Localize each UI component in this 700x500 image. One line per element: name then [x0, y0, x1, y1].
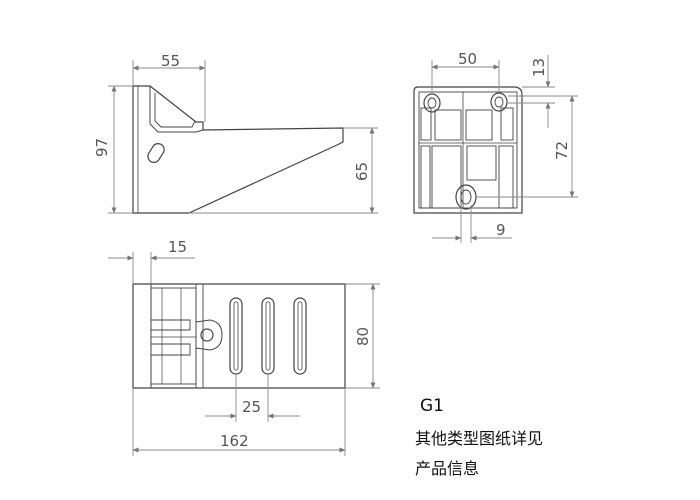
dim-label-162: 162 — [220, 432, 249, 450]
top-view — [132, 283, 346, 389]
end-view-dimensions — [431, 55, 578, 243]
dim-label-55: 55 — [161, 52, 180, 70]
drawing-note-line-1: 其他类型图纸详见 — [415, 429, 544, 448]
top-view-boss — [195, 319, 223, 351]
dim-label-25: 25 — [242, 398, 261, 416]
side-view-slot — [147, 143, 165, 163]
end-view-hole-right — [490, 92, 508, 112]
dim-label-13: 13 — [530, 58, 548, 77]
end-view-hole-left — [423, 93, 441, 113]
side-view-dimensions — [108, 60, 378, 214]
dim-label-72: 72 — [553, 141, 571, 160]
end-view-bottom-slot — [455, 184, 477, 210]
side-view-rib — [149, 86, 204, 133]
top-view-hole — [200, 328, 214, 342]
side-view-rib-inner — [154, 93, 196, 128]
end-view-outline — [413, 86, 523, 214]
top-view-outline — [132, 283, 346, 389]
top-view-slot-2 — [261, 297, 275, 375]
dim-label-50: 50 — [458, 50, 477, 68]
model-code: G1 — [420, 396, 444, 416]
dim-label-15: 15 — [168, 238, 187, 256]
dim-label-9: 9 — [496, 221, 506, 239]
top-view-slot-3 — [293, 297, 307, 375]
end-view — [413, 86, 523, 214]
dim-label-97: 97 — [93, 138, 111, 157]
dim-label-80: 80 — [354, 327, 372, 346]
top-view-slot-1 — [229, 297, 243, 375]
side-view — [132, 85, 344, 214]
drawing-note-line-2: 产品信息 — [415, 459, 480, 478]
top-view-dimensions — [108, 252, 380, 456]
dim-label-65: 65 — [353, 162, 371, 181]
